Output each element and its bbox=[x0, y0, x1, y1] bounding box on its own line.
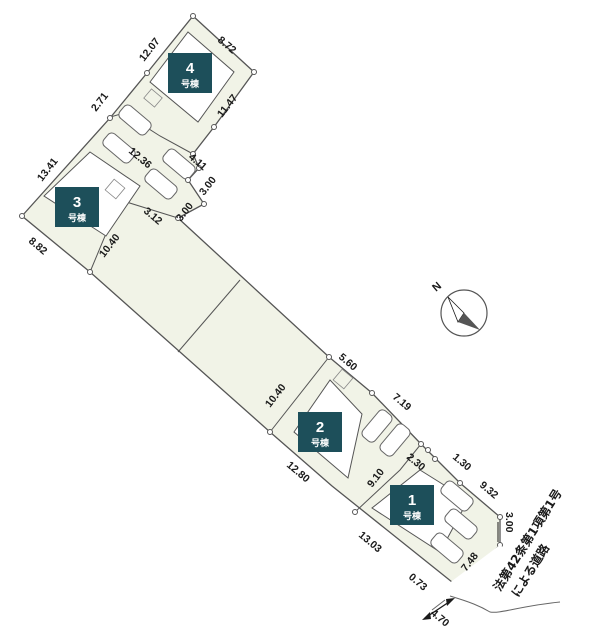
building-number: 2 bbox=[316, 419, 324, 436]
porch-marks bbox=[104, 88, 354, 390]
north-arrow-icon bbox=[447, 296, 480, 330]
car-2 bbox=[102, 132, 136, 164]
car-7 bbox=[440, 480, 474, 512]
corner-points bbox=[19, 13, 503, 593]
compass: N bbox=[430, 280, 488, 337]
lot-divider-1 bbox=[177, 279, 241, 353]
building-number: 4 bbox=[186, 60, 195, 77]
parking-cars bbox=[102, 104, 478, 564]
dim-0-73: 0.73 bbox=[406, 571, 429, 593]
car-6 bbox=[379, 423, 411, 457]
lot-2-boundary bbox=[269, 356, 330, 433]
dim-2-71: 2.71 bbox=[89, 90, 111, 114]
road bbox=[422, 522, 611, 644]
building-number: 3 bbox=[73, 194, 81, 211]
car-1 bbox=[118, 104, 152, 136]
building-number: 1 bbox=[408, 492, 416, 509]
building-badge-2: 2 号棟 bbox=[298, 412, 342, 452]
car-4 bbox=[144, 168, 178, 200]
car-5 bbox=[361, 409, 393, 443]
building-label: 号棟 bbox=[403, 510, 422, 521]
dim-13-03: 13.03 bbox=[356, 529, 384, 555]
road-edge bbox=[449, 595, 561, 613]
dim-8-82: 8.82 bbox=[26, 235, 49, 257]
dim-3-00-a: 3.00 bbox=[197, 174, 219, 198]
dim-3-00-c: 3.00 bbox=[503, 512, 515, 533]
dim-9-32: 9.32 bbox=[477, 479, 500, 501]
car-3 bbox=[162, 148, 196, 180]
car-8 bbox=[444, 508, 478, 540]
building-label: 号棟 bbox=[311, 437, 330, 448]
car-9 bbox=[430, 532, 464, 564]
dim-1-30: 1.30 bbox=[450, 451, 473, 473]
building-label: 号棟 bbox=[68, 212, 87, 223]
building-badge-1: 1 号棟 bbox=[390, 485, 434, 525]
building-badge-4: 4 号棟 bbox=[168, 53, 212, 93]
building-badge-3: 3 号棟 bbox=[55, 187, 99, 227]
dim-7-19: 7.19 bbox=[390, 391, 413, 413]
lot-1-boundary bbox=[354, 443, 422, 513]
compass-north-label: N bbox=[430, 280, 444, 294]
building-label: 号棟 bbox=[181, 78, 200, 89]
